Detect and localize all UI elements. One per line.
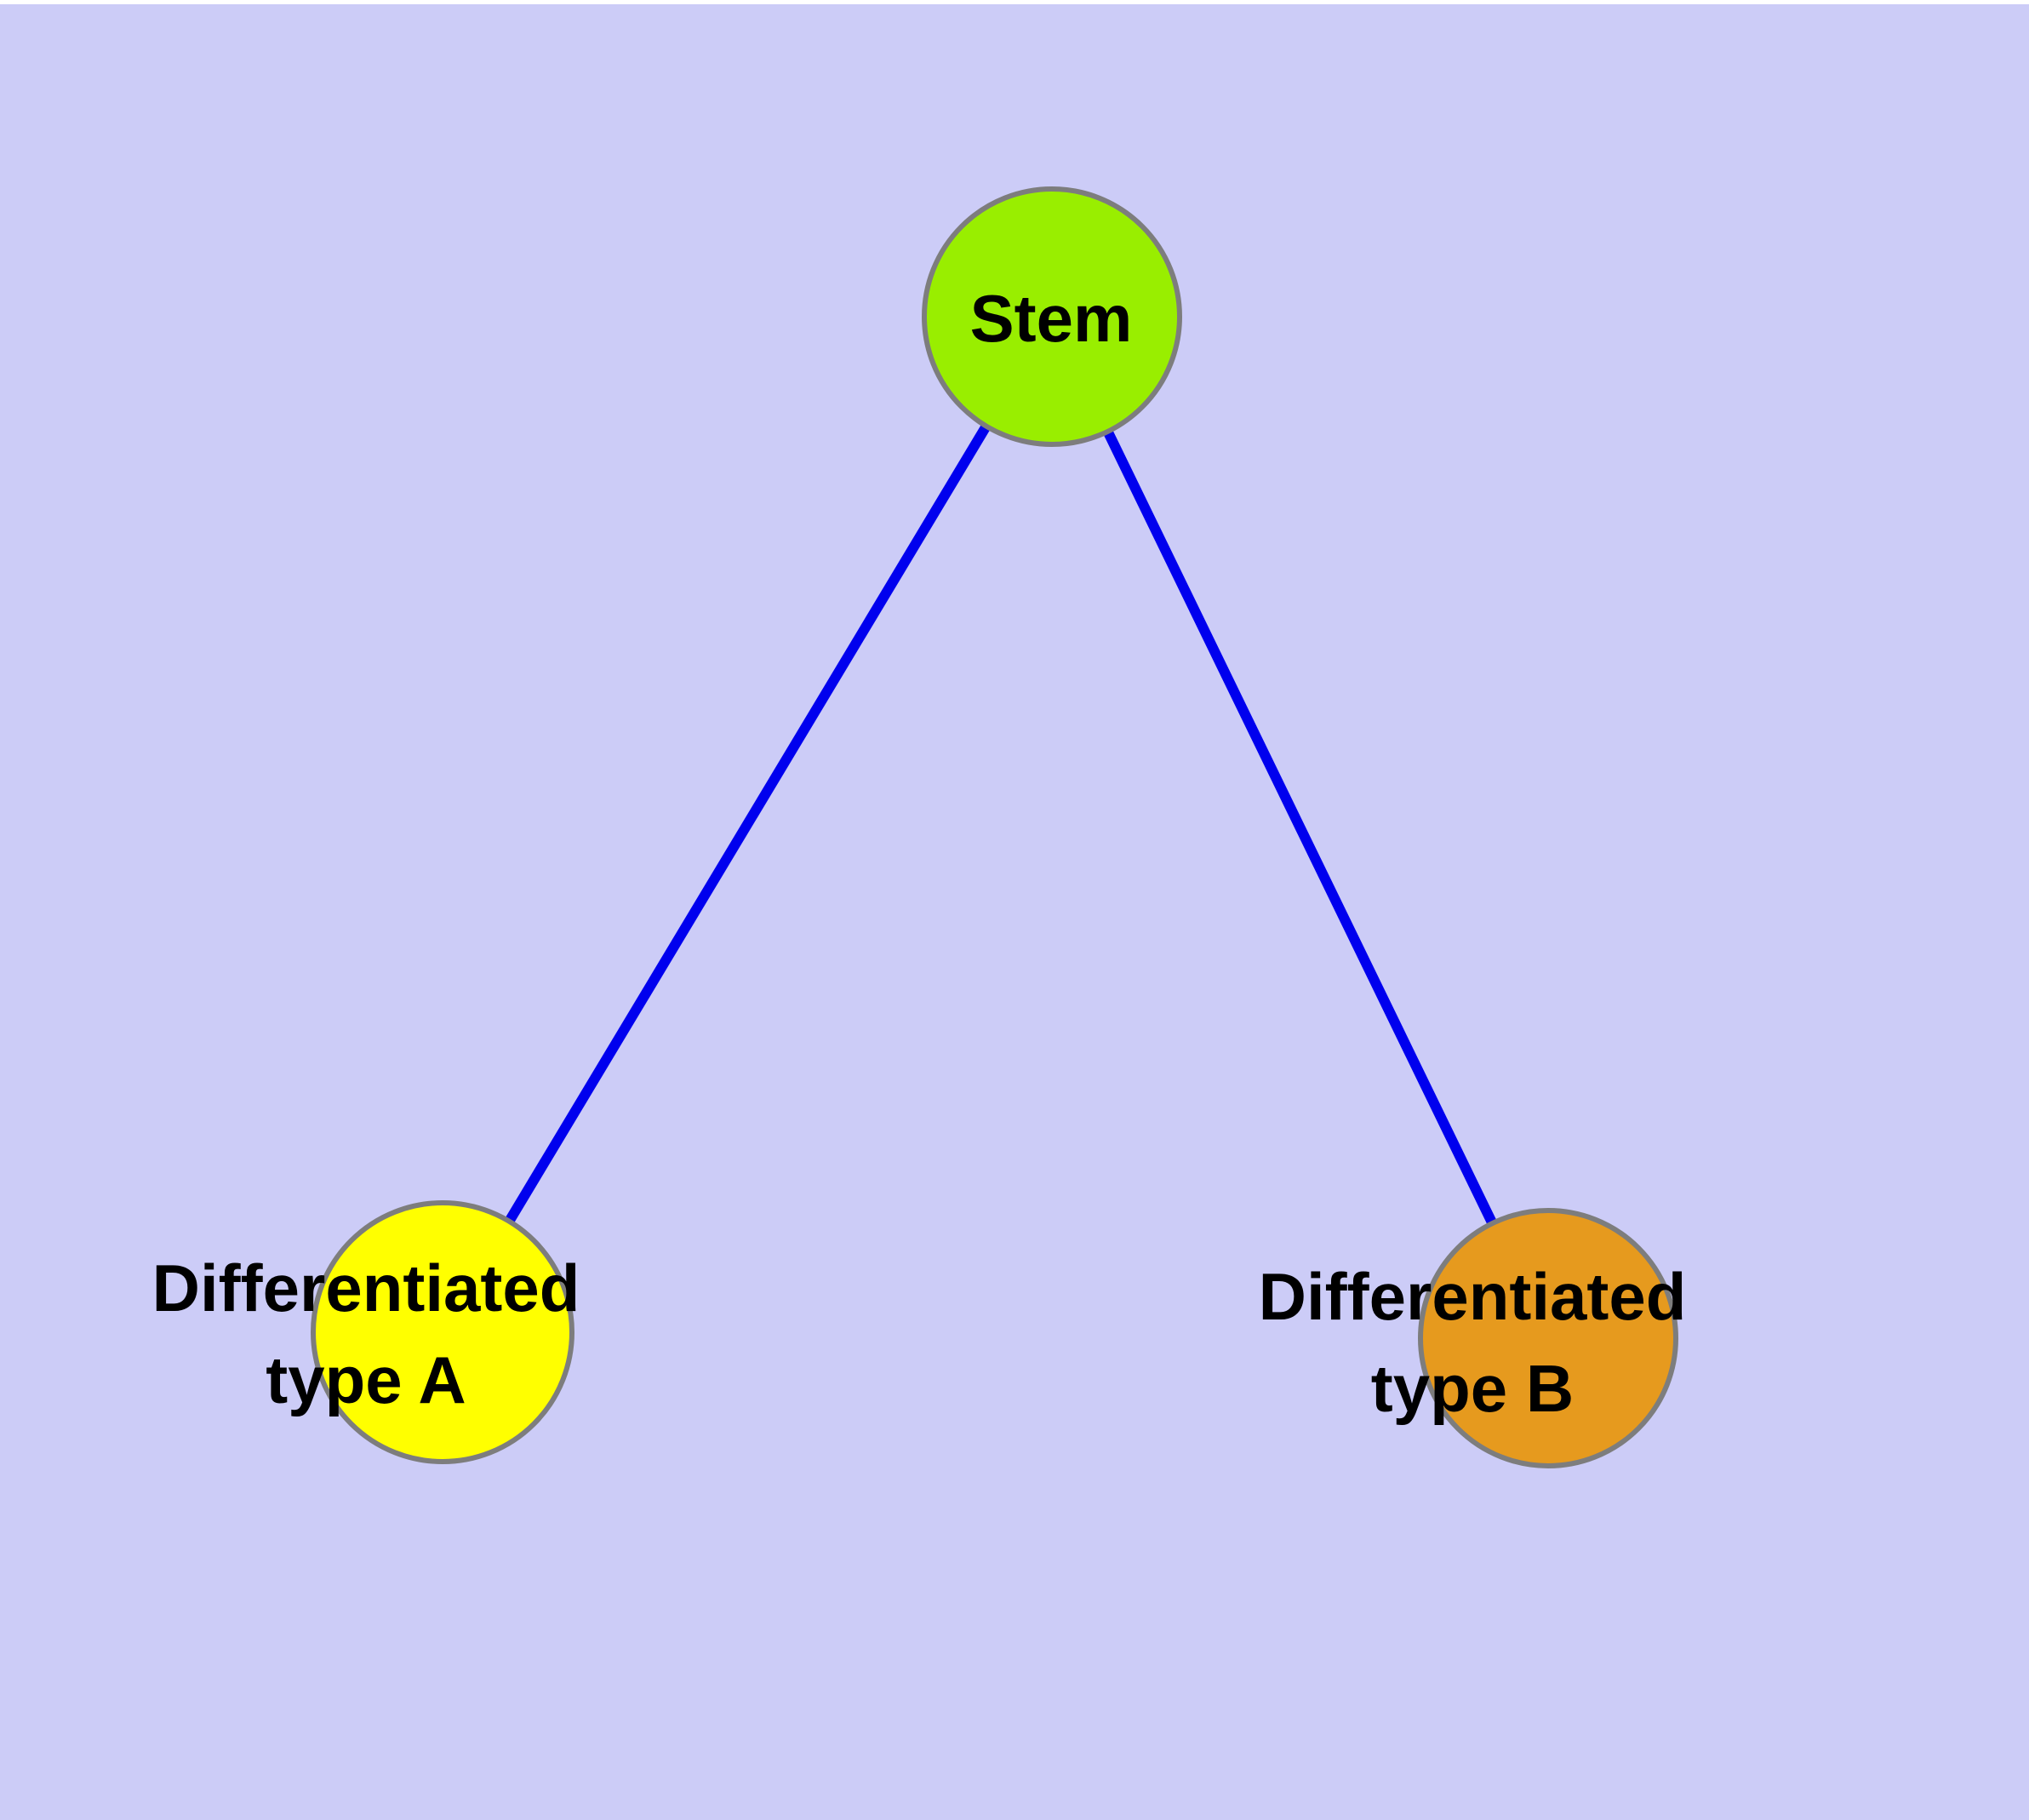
node-type-b-label-line-1: Differentiated (1258, 1259, 1687, 1334)
node-type-a-circle (311, 1200, 574, 1464)
node-type-b-label-line-2: type B (1370, 1351, 1575, 1426)
node-type-a-label-line-2: type A (266, 1342, 466, 1417)
node-type-a-label: Differentiated type A (152, 1242, 580, 1426)
node-type-b-circle (1418, 1208, 1678, 1468)
node-stem-circle (922, 186, 1182, 447)
node-stem-label-line: Stem (969, 281, 1133, 356)
node-type-b-label: Differentiated type B (1259, 1251, 1687, 1434)
node-type-a-label-line-1: Differentiated (151, 1251, 580, 1325)
edge-stem-to-type-b (1047, 314, 1553, 1341)
node-stem-label: Stem (970, 272, 1133, 364)
edge-stem-to-type-a (437, 313, 1057, 1336)
